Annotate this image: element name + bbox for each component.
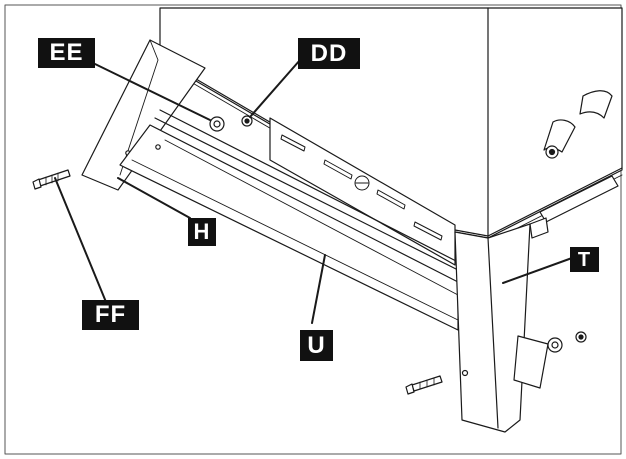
frame-border: [4, 4, 622, 455]
callout-h: H: [188, 218, 216, 246]
leg-bracket: [513, 335, 549, 389]
panel-slots: [280, 134, 443, 241]
callout-u: U: [300, 330, 333, 361]
callout-ee: EE: [38, 38, 95, 68]
bolt-ff: [32, 169, 71, 190]
left-bracket: [81, 39, 206, 191]
callout-t: T: [570, 247, 599, 272]
callout-dd: DD: [298, 38, 360, 69]
callout-ff: FF: [82, 300, 139, 330]
bolt-lower: [405, 375, 443, 395]
leader-lines: [54, 59, 573, 324]
inner-panel: [269, 117, 456, 266]
handle-upper: [579, 90, 613, 119]
